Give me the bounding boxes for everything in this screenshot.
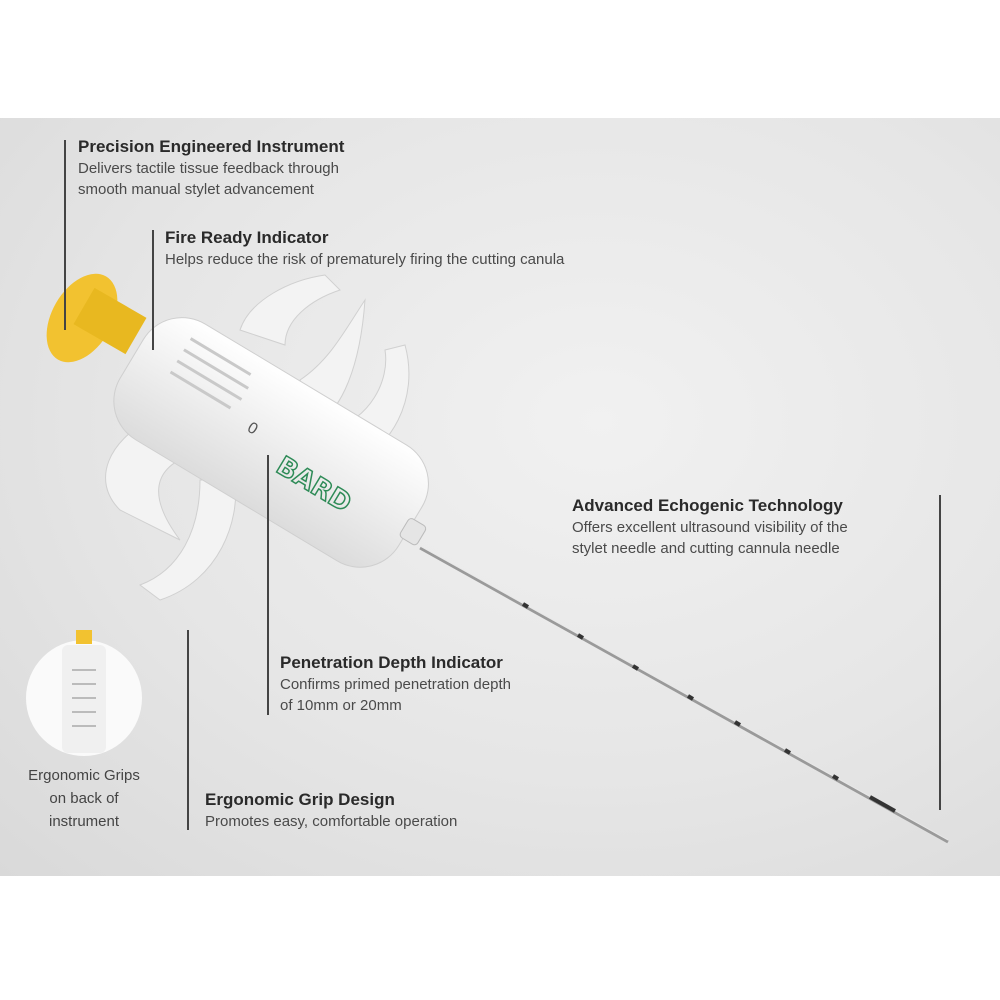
feature-grip: Ergonomic Grip Design Promotes easy, com… xyxy=(205,789,457,832)
callout-line-precision xyxy=(64,140,66,330)
feature-desc: Offers excellent ultrasound visibility o… xyxy=(572,519,848,536)
callout-line-fire-ready xyxy=(152,230,154,350)
callout-line-penetration xyxy=(267,455,269,715)
feature-desc: smooth manual stylet advancement xyxy=(78,181,314,198)
feature-title: Advanced Echogenic Technology xyxy=(572,496,843,515)
callout-line-grip xyxy=(187,630,189,830)
feature-desc: Promotes easy, comfortable operation xyxy=(205,813,458,830)
feature-desc: of 10mm or 20mm xyxy=(280,697,402,714)
feature-desc: Confirms primed penetration depth xyxy=(280,676,511,693)
feature-desc: stylet needle and cutting cannula needle xyxy=(572,540,840,557)
inset-caption: Ergonomic Grips on back of instrument xyxy=(14,764,154,833)
feature-title: Penetration Depth Indicator xyxy=(280,653,503,672)
caption-line: Ergonomic Grips xyxy=(28,767,140,784)
caption-line: instrument xyxy=(48,813,120,830)
feature-desc: Helps reduce the risk of prematurely fir… xyxy=(165,251,565,268)
callout-line-echogenic xyxy=(939,495,941,810)
device-body: BARD 0 xyxy=(113,317,429,568)
caption-line: on back of xyxy=(49,790,119,807)
feature-echogenic: Advanced Echogenic Technology Offers exc… xyxy=(572,495,848,559)
yellow-cap xyxy=(46,273,147,363)
feature-title: Ergonomic Grip Design xyxy=(205,790,395,809)
feature-title: Precision Engineered Instrument xyxy=(78,137,345,156)
background-panel xyxy=(0,118,1000,876)
feature-title: Fire Ready Indicator xyxy=(165,228,329,247)
feature-desc: Delivers tactile tissue feedback through xyxy=(78,160,339,177)
needle xyxy=(419,545,949,844)
feature-precision: Precision Engineered Instrument Delivers… xyxy=(78,136,344,200)
feature-fire-ready: Fire Ready Indicator Helps reduce the ri… xyxy=(165,227,564,270)
feature-penetration: Penetration Depth Indicator Confirms pri… xyxy=(280,652,511,716)
inset-back-view xyxy=(26,630,142,756)
